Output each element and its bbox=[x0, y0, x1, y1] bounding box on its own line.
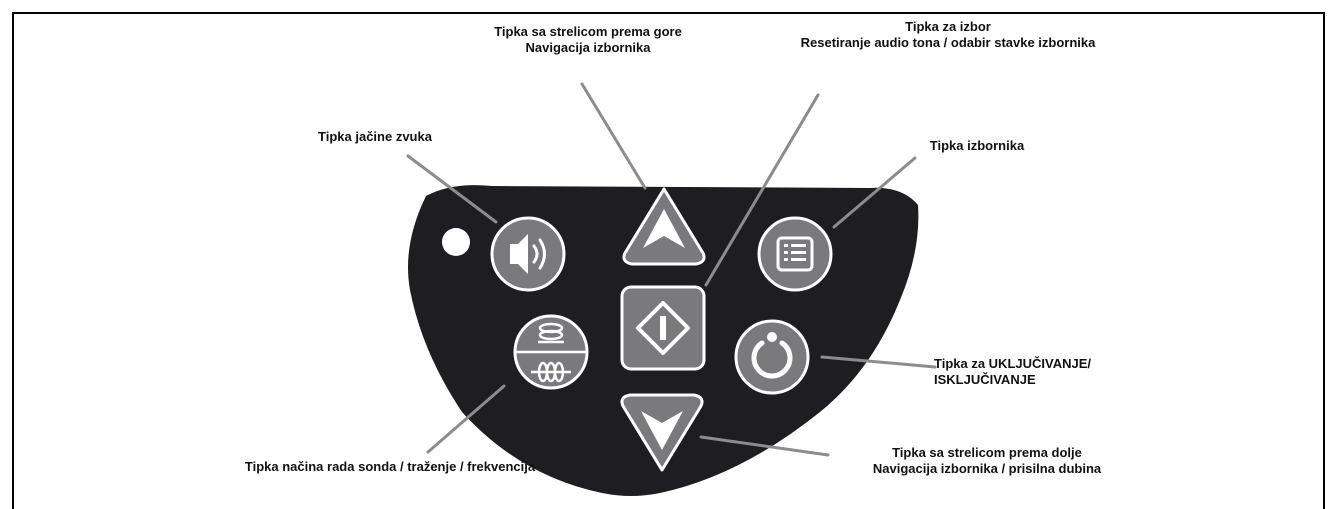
label-down-button: Tipka sa strelicom prema dolje Navigacij… bbox=[812, 445, 1162, 477]
label-up-desc: Navigacija izbornika bbox=[525, 40, 651, 55]
arrow-up-icon bbox=[643, 209, 685, 248]
label-mode-button: Tipka načina rada sonda / traženje / fre… bbox=[170, 459, 610, 475]
label-mode-title: Tipka načina rada sonda / traženje / fre… bbox=[244, 459, 536, 474]
label-down-desc: Navigacija izbornika / prisilna dubina bbox=[872, 461, 1102, 476]
leader-line-power bbox=[820, 355, 937, 369]
diagram-border bbox=[12, 12, 1325, 509]
leader-line-down bbox=[699, 435, 830, 457]
speaker-icon bbox=[510, 234, 546, 274]
leader-line-volume bbox=[406, 154, 498, 224]
leader-line-menu bbox=[832, 156, 917, 229]
label-power-title: Tipka za UKLJUČIVANJE/ bbox=[934, 356, 1092, 371]
label-power-title-cont: ISKLJUČIVANJE bbox=[934, 372, 1036, 387]
label-up-title: Tipka sa strelicom prema gore bbox=[494, 24, 682, 39]
label-select-title: Tipka za izbor bbox=[905, 19, 991, 34]
leader-line-select bbox=[704, 93, 820, 287]
label-menu-button: Tipka izbornika bbox=[897, 138, 1057, 154]
leader-line-up bbox=[580, 82, 647, 190]
arrow-down-button[interactable] bbox=[620, 393, 704, 472]
label-menu-title: Tipka izbornika bbox=[929, 138, 1025, 153]
select-button[interactable] bbox=[620, 285, 706, 371]
diamond-select-icon bbox=[636, 301, 690, 355]
label-volume-title: Tipka jačine zvuka bbox=[318, 129, 432, 144]
label-up-button: Tipka sa strelicom prema gore Navigacija… bbox=[440, 24, 736, 56]
led-indicator bbox=[442, 228, 470, 256]
menu-button[interactable] bbox=[757, 216, 833, 292]
leader-line-mode bbox=[426, 384, 506, 454]
power-icon bbox=[751, 332, 793, 379]
label-volume-button: Tipka jačine zvuka bbox=[275, 129, 475, 145]
power-button[interactable] bbox=[734, 319, 810, 395]
list-menu-icon bbox=[776, 236, 814, 272]
label-power-button: Tipka za UKLJUČIVANJE/ ISKLJUČIVANJE bbox=[934, 356, 1154, 388]
arrow-up-button[interactable] bbox=[622, 187, 706, 266]
mode-button[interactable] bbox=[513, 314, 589, 390]
leader-lines bbox=[406, 82, 937, 457]
label-down-title: Tipka sa strelicom prema dolje bbox=[892, 445, 1082, 460]
label-select-desc: Resetiranje audio tona / odabir stavke i… bbox=[800, 35, 1096, 50]
arrow-down-icon bbox=[641, 411, 683, 450]
sonde-mode-icon bbox=[516, 322, 586, 383]
volume-button[interactable] bbox=[490, 216, 566, 292]
label-select-button: Tipka za izbor Resetiranje audio tona / … bbox=[748, 19, 1148, 51]
